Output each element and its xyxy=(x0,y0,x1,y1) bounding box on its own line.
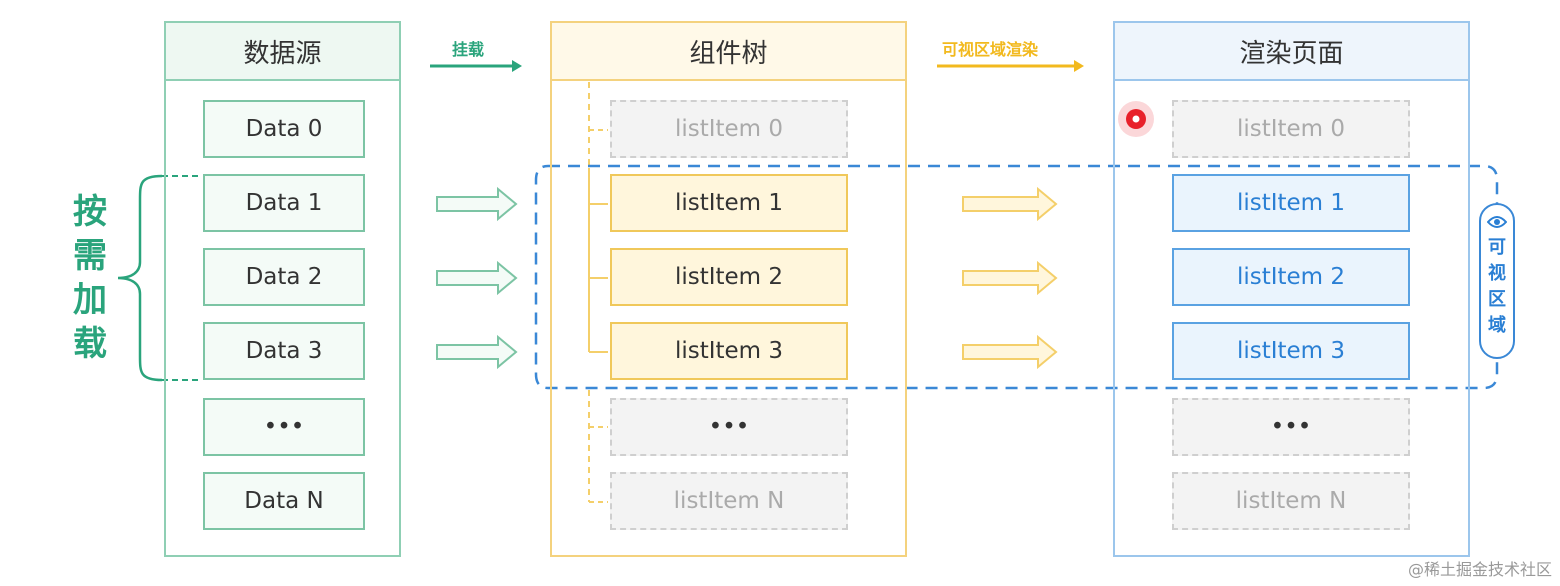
tree-item: listItem N xyxy=(610,472,848,530)
mount-label: 挂载 xyxy=(452,40,485,59)
component-tree-title: 组件树 xyxy=(552,23,905,81)
tree-to-render-arrow xyxy=(962,260,1058,296)
render-page-title: 渲染页面 xyxy=(1115,23,1468,81)
visible-area-badge: 可视区域 xyxy=(1479,203,1515,359)
data-to-tree-arrow xyxy=(436,334,518,370)
data-item: Data 2 xyxy=(203,248,365,306)
visible-area-box xyxy=(534,164,1499,390)
load-on-demand-label: 按需加载 xyxy=(73,192,107,364)
render-item: listItem 0 xyxy=(1172,100,1410,158)
cursor-indicator xyxy=(1118,101,1154,137)
data-item-ellipsis: ••• xyxy=(203,398,365,456)
data-item: Data N xyxy=(203,472,365,530)
component-tree-column: 组件树 listItem 0 listItem 1 listItem 2 lis… xyxy=(550,21,907,557)
tree-to-render-arrow xyxy=(962,334,1058,370)
render-page-column: 渲染页面 listItem 0 listItem 1 listItem 2 li… xyxy=(1113,21,1470,557)
data-item: Data 1 xyxy=(203,174,365,232)
tree-item-ellipsis: ••• xyxy=(610,398,848,456)
render-item: listItem 3 xyxy=(1172,322,1410,380)
render-item: listItem 1 xyxy=(1172,174,1410,232)
data-item: Data 3 xyxy=(203,322,365,380)
data-item: Data 0 xyxy=(203,100,365,158)
render-item-ellipsis: ••• xyxy=(1172,398,1410,456)
tree-connectors xyxy=(588,82,608,503)
data-to-tree-arrow xyxy=(436,186,518,222)
render-item: listItem 2 xyxy=(1172,248,1410,306)
data-source-title: 数据源 xyxy=(166,23,399,81)
watermark: @稀土掘金技术社区 xyxy=(1407,560,1552,579)
tree-item: listItem 3 xyxy=(610,322,848,380)
eye-icon xyxy=(1487,216,1507,228)
tree-item: listItem 1 xyxy=(610,174,848,232)
visible-area-label: 可视区域 xyxy=(1488,237,1506,336)
render-arrow xyxy=(937,60,1084,72)
render-item: listItem N xyxy=(1172,472,1410,530)
render-label: 可视区域渲染 xyxy=(942,40,1039,59)
tree-item: listItem 2 xyxy=(610,248,848,306)
data-source-column: 数据源 Data 0 Data 1 Data 2 Data 3 ••• Data… xyxy=(164,21,401,557)
tree-item: listItem 0 xyxy=(610,100,848,158)
load-brace xyxy=(117,174,163,382)
mount-arrow xyxy=(430,60,522,72)
data-to-tree-arrow xyxy=(436,260,518,296)
tree-to-render-arrow xyxy=(962,186,1058,222)
